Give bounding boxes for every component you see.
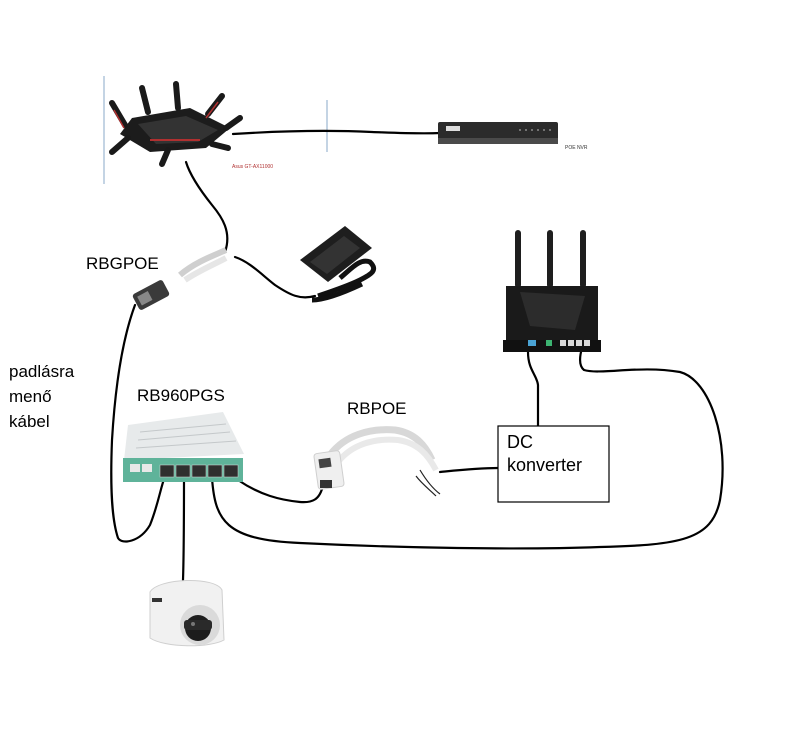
dome-camera <box>149 580 225 647</box>
mikrotik-port-4 <box>207 464 223 478</box>
cable-mikrotik-camera <box>181 470 186 582</box>
mikrotik-port-2 <box>175 464 191 478</box>
rb960pgs-label: RB960PGS <box>137 386 225 405</box>
nvr-body <box>438 122 558 140</box>
dc-converter-box <box>497 425 610 503</box>
dc-converter-label: DC konverter <box>507 432 583 476</box>
rbgpoe-head <box>132 280 170 310</box>
cable-router-rbgpoe <box>184 160 229 254</box>
mikrotik-port-1 <box>159 464 175 478</box>
cable-mikrotik-rbpoe <box>236 478 325 504</box>
cable-dc-router2 <box>526 350 540 428</box>
secondary-router <box>503 230 601 352</box>
mikrotik-port-3 <box>191 464 207 478</box>
power-adapter <box>300 226 377 303</box>
rbgpoe-injector <box>132 247 228 310</box>
poe-nvr <box>438 122 558 144</box>
main-router-caption: Asus GT-AX11000 <box>232 164 274 170</box>
cables <box>110 129 724 582</box>
main-router <box>109 81 243 167</box>
cable-mikrotik-router2-loop <box>210 346 724 550</box>
attic-cable-label: padlásra menő kábel <box>9 362 75 431</box>
rbpoe-label: RBPOE <box>347 399 407 418</box>
cable-attic <box>110 303 167 543</box>
cable-rbpoe-dc <box>438 466 500 474</box>
mikrotik-rb960pgs <box>123 412 244 482</box>
nvr-caption: POE NVR <box>565 145 588 151</box>
cable-router-nvr <box>231 129 442 136</box>
mikrotik-port-5 <box>223 464 239 478</box>
cable-rbgpoe-adapter <box>233 255 317 299</box>
rbpoe-splitter <box>313 426 441 497</box>
rbgpoe-label: RBGPOE <box>86 254 159 273</box>
